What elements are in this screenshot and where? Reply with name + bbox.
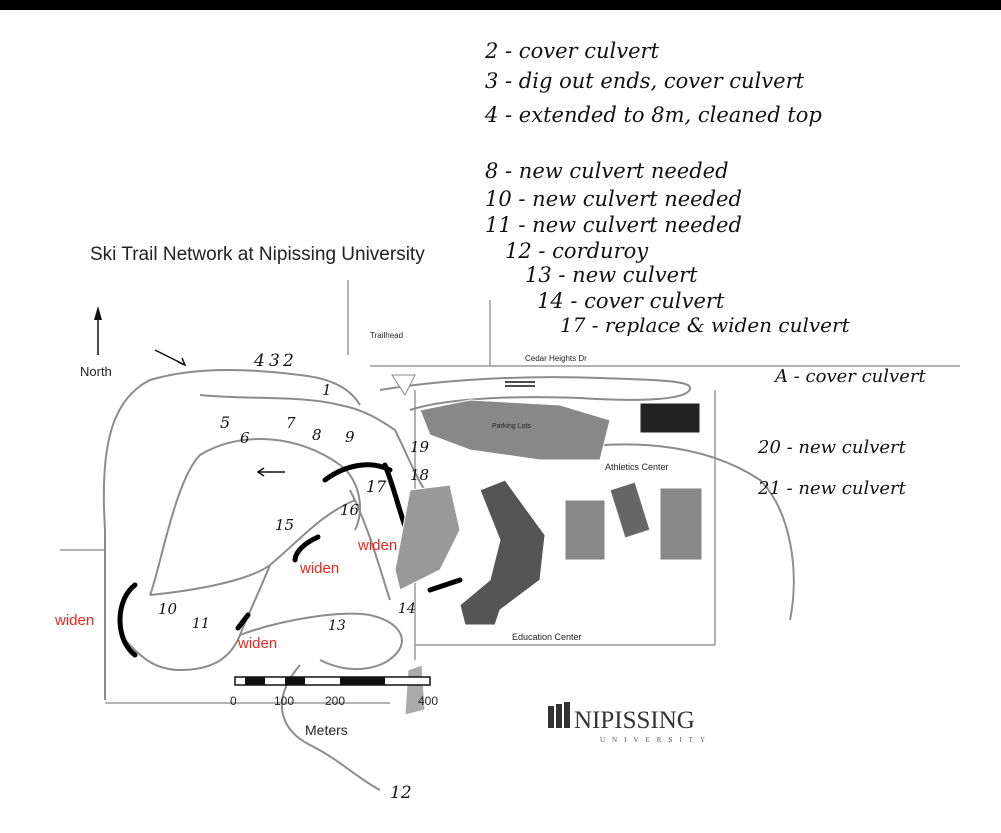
map-sheet: North Ski Trail Network at Nipissing Uni… (0, 10, 1001, 833)
nipu-residence-box (639, 402, 701, 434)
marker-11: 11 (192, 616, 210, 632)
education-label: Education Center (512, 632, 582, 642)
athletics-label: Athletics Center (605, 462, 669, 472)
athletics-building-c (659, 487, 703, 561)
note-8: 8 - new culvert needed (485, 159, 729, 183)
marker-3: 3 (269, 351, 280, 371)
north-label: North (80, 364, 112, 379)
direction-arrows (154, 349, 535, 477)
note-17: 17 - replace & widen culvert (560, 313, 851, 337)
scale-tick-200: 200 (325, 694, 345, 708)
marker-2: 2 (282, 351, 294, 371)
note-10: 10 - new culvert needed (485, 187, 742, 211)
widen-label-2: widen (237, 635, 277, 652)
scale-tick-400: 400 (418, 694, 438, 708)
road-label: Cedar Heights Dr (525, 354, 587, 363)
marker-18: 18 (410, 466, 429, 484)
buildings (391, 374, 703, 716)
marker-12: 12 (390, 783, 412, 803)
side-note-21: 21 - new culvert (757, 478, 907, 499)
marker-15: 15 (275, 516, 294, 534)
athletics-building-b (609, 481, 651, 539)
note-4: 4 - extended to 8m, cleaned top (484, 103, 822, 127)
trail-map: North Ski Trail Network at Nipissing Uni… (54, 39, 960, 803)
athletics-building-a (564, 499, 606, 561)
handwritten-side-notes: A - cover culvert 20 - new culvert 21 - … (757, 366, 926, 499)
logo-main-text: NIPISSING (574, 707, 695, 734)
note-13: 13 - new culvert (525, 263, 698, 287)
scale-tick-0: 0 (230, 694, 237, 708)
note-3: 3 - dig out ends, cover culvert (485, 69, 805, 93)
marker-6: 6 (240, 429, 250, 447)
marker-19: 19 (410, 438, 430, 456)
marker-14: 14 (398, 601, 416, 617)
green-area (394, 484, 461, 591)
scale-tick-100: 100 (274, 694, 294, 708)
marker-5: 5 (220, 413, 230, 432)
property-lines (60, 280, 960, 704)
marker-13: 13 (328, 618, 346, 634)
marker-9: 9 (345, 428, 355, 446)
marker-7: 7 (286, 414, 296, 432)
nipissing-logo: NIPISSING UNIVERSITY (548, 702, 712, 744)
parking-label: Parking Lots (492, 423, 531, 430)
residence-label: Nip U Residence (643, 417, 696, 424)
marker-10: 10 (158, 600, 178, 618)
marker-4: 4 (253, 351, 265, 371)
north-arrow (94, 306, 102, 355)
scale-units-label: Meters (305, 722, 348, 738)
marker-17: 17 (366, 477, 387, 496)
widen-label-1: widen (54, 612, 94, 629)
trailhead-label: Trailhead (370, 331, 403, 340)
note-2: 2 - cover culvert (484, 39, 660, 63)
note-12: 12 - corduroy (505, 239, 649, 263)
culvert-markers: 4 3 2 1 5 7 6 8 9 17 19 18 15 16 10 11 1… (158, 351, 430, 803)
logo-sub-text: UNIVERSITY (600, 736, 712, 744)
marker-1: 1 (322, 381, 332, 399)
trails (102, 369, 795, 791)
note-11: 11 - new culvert needed (485, 213, 742, 237)
parking-lots (419, 399, 611, 461)
marker-8: 8 (312, 426, 322, 444)
map-title: Ski Trail Network at Nipissing Universit… (90, 244, 425, 265)
side-note-a: A - cover culvert (773, 366, 926, 387)
handwritten-notes: 2 - cover culvert 3 - dig out ends, cove… (484, 39, 851, 337)
widen-label-4: widen (357, 537, 397, 554)
marker-16: 16 (340, 501, 360, 519)
widen-label-3: widen (299, 560, 339, 577)
note-14: 14 - cover culvert (537, 289, 725, 313)
education-center-building (459, 479, 546, 626)
side-note-20: 20 - new culvert (757, 437, 907, 458)
trailhead-marker (391, 374, 416, 397)
scale-bar (234, 676, 431, 686)
